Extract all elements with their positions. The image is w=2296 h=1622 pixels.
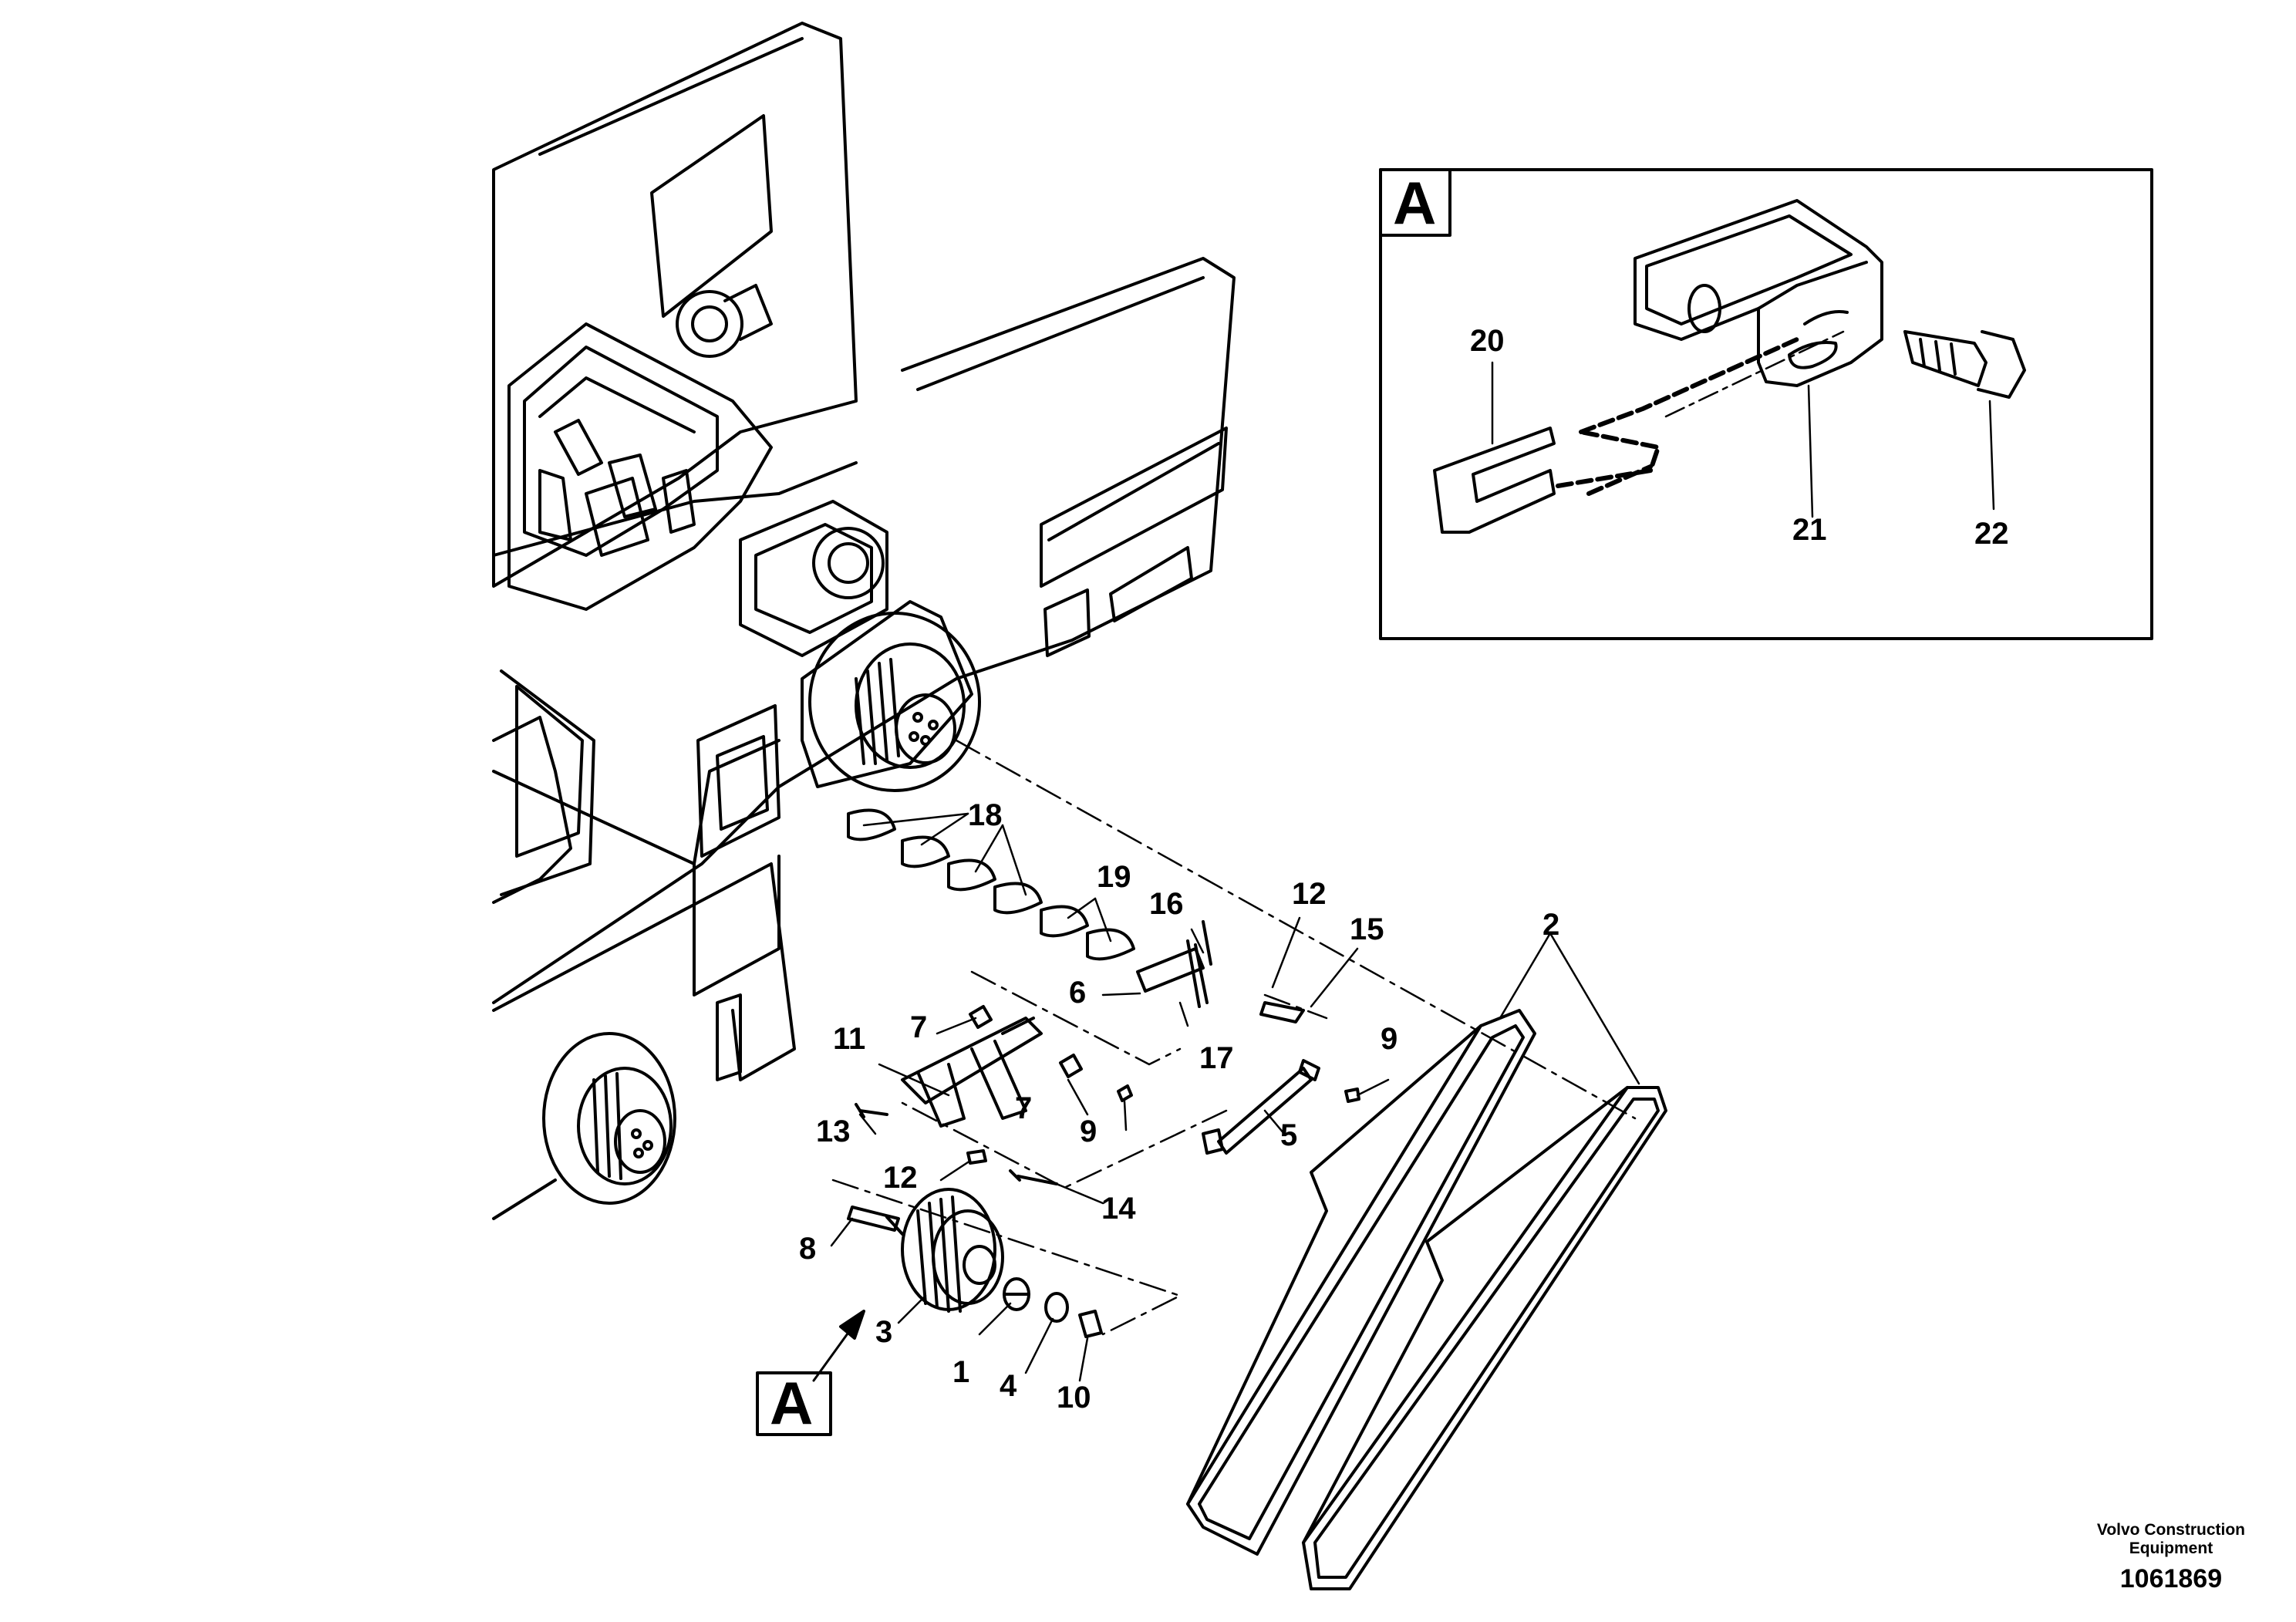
part-label-17: 17: [1199, 1041, 1234, 1075]
part-label-3: 3: [875, 1315, 892, 1349]
part-label-21: 21: [1792, 513, 1827, 547]
part-label-5: 5: [1280, 1118, 1297, 1152]
part-label-18: 18: [968, 798, 1003, 832]
leader-lines: [830, 812, 1640, 1382]
part-label-9b: 9: [1080, 1114, 1097, 1148]
part-label-16: 16: [1149, 887, 1184, 921]
part-label-12b: 12: [883, 1161, 918, 1195]
idler-pulley: [901, 1188, 1103, 1338]
drive-belts: [1186, 1009, 1667, 1590]
part-label-7b: 7: [1015, 1091, 1032, 1125]
part-label-4: 4: [1000, 1369, 1017, 1403]
part-label-9a: 9: [1381, 1022, 1397, 1056]
engine-assembly: [507, 284, 888, 657]
part-label-11: 11: [833, 1022, 865, 1056]
part-label-2: 2: [1542, 908, 1559, 942]
part-label-13: 13: [816, 1114, 851, 1148]
part-label-22: 22: [1974, 517, 2009, 551]
inset-callout-letter: A: [770, 1369, 813, 1437]
part-label-15: 15: [1350, 912, 1384, 946]
part-label-12a: 12: [1292, 877, 1327, 911]
document-number: 1061869: [2119, 1564, 2223, 1593]
part-label-10: 10: [1057, 1381, 1091, 1415]
part-label-8: 8: [799, 1232, 816, 1266]
brand-line-2: Equipment: [2129, 1539, 2213, 1557]
part-label-19: 19: [1097, 860, 1131, 894]
part-label-20: 20: [1470, 324, 1505, 358]
upper-pulley: [801, 600, 981, 792]
brand-line-1: Volvo Construction: [2096, 1521, 2245, 1539]
part-label-1: 1: [952, 1355, 969, 1389]
part-label-6: 6: [1069, 976, 1086, 1010]
lower-left-pulley: [542, 1032, 676, 1205]
inset-callout-arrow: [756, 1310, 865, 1436]
pads: [847, 808, 1135, 961]
part-label-7a: 7: [910, 1010, 927, 1044]
part-label-14: 14: [1101, 1192, 1136, 1226]
detail-inset-a: [1379, 168, 2153, 640]
tensioner-assembly: [847, 920, 1360, 1236]
inset-a-letter: A: [1393, 169, 1436, 237]
publisher-footer: Volvo Construction Equipment 1061869: [2097, 1521, 2245, 1594]
